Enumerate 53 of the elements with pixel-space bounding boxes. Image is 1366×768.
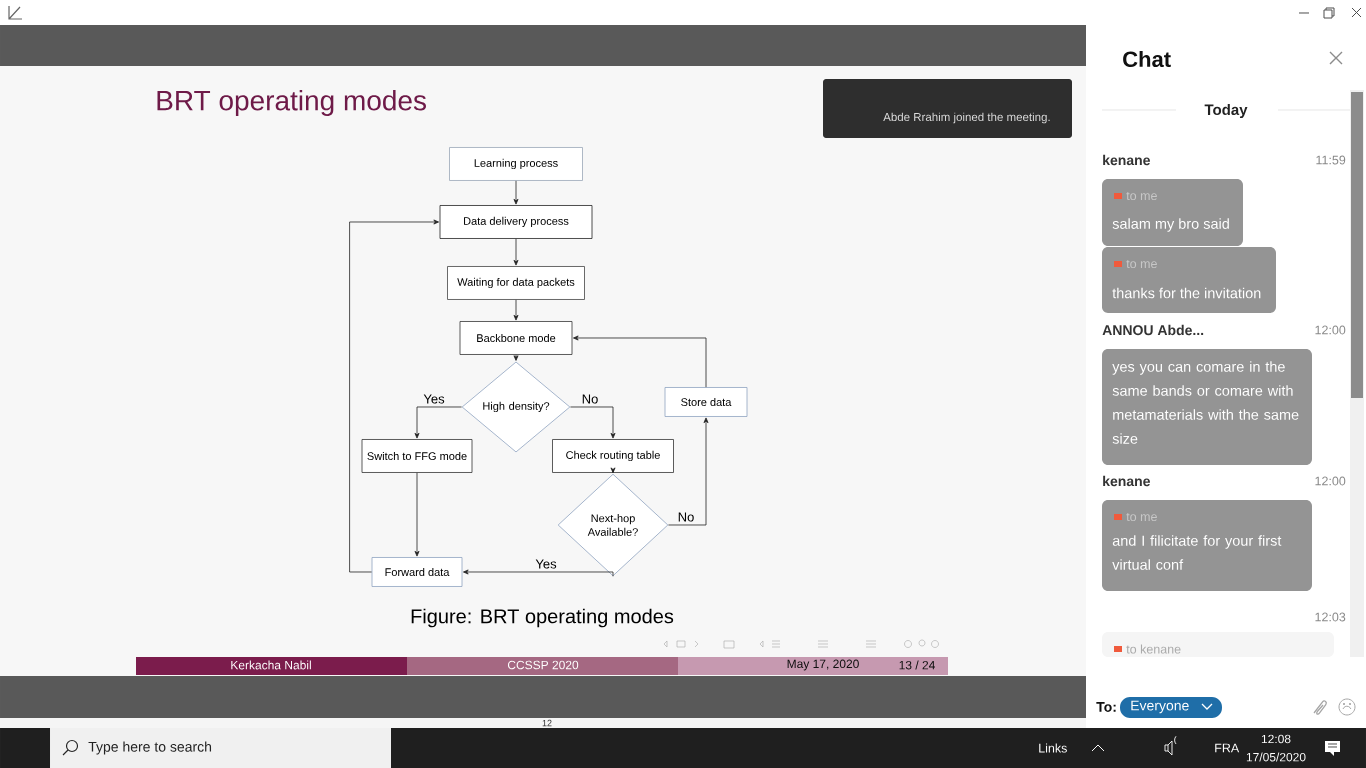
slide-title: BRT operating modes <box>157 89 426 117</box>
tray-text: Links <box>1039 743 1067 753</box>
edge-label: Yes <box>422 393 446 405</box>
process-box: Check routing table <box>552 439 674 473</box>
process-box: Store data <box>664 387 748 417</box>
message-text: thanks for the invitation <box>1112 287 1261 299</box>
process-box: Forward data <box>371 557 463 587</box>
panel-heading: Chat <box>1123 50 1171 68</box>
page-number: 13 / 24 <box>899 660 935 670</box>
footer-text: CCSSP 2020 <box>507 660 579 670</box>
arrow <box>414 472 420 557</box>
arrow <box>610 467 616 474</box>
tray-text: FRA <box>1215 743 1240 753</box>
footer-text: Kerkacha Nabil <box>231 660 311 670</box>
process-box: Backbone mode <box>459 321 573 355</box>
edge-label: Yes <box>534 558 558 570</box>
message-time: 12:00 <box>1315 325 1346 335</box>
figure-caption: Figure: BRT operating modes <box>411 608 674 628</box>
process-box: Data delivery process <box>439 205 593 239</box>
arrow <box>349 219 439 573</box>
arrow <box>463 569 614 577</box>
arrow <box>513 180 519 205</box>
message-text: and I filicitate for your first virtual conf <box>1112 535 1282 570</box>
date-divider-text: Today <box>1204 104 1248 118</box>
recipient-prompt: To: <box>1096 702 1116 712</box>
badge-count: 12 <box>542 719 552 727</box>
sender-name: ANNOU Abde... <box>1102 324 1204 336</box>
arrow <box>414 406 462 439</box>
arrow <box>513 238 519 266</box>
message-time: 12:03 <box>1315 612 1346 622</box>
notification-text: Abde Rrahim joined the meeting. <box>883 112 1050 124</box>
message-text: yes you can comare in the same bands or comare with metamaterials with the same size <box>1112 361 1299 444</box>
arrow <box>668 417 709 526</box>
sender-name: kenane <box>1103 475 1150 487</box>
arrow <box>573 335 707 388</box>
sender-name: kenane <box>1103 154 1150 166</box>
arrow <box>513 299 519 321</box>
search-placeholder: Type here to search <box>88 741 212 755</box>
recipient-label: to kenane <box>1126 644 1181 654</box>
edge-label: No <box>580 393 600 405</box>
message-time: 12:00 <box>1315 476 1346 486</box>
arrow <box>513 354 519 361</box>
process-box: Switch to FFG mode <box>361 439 473 473</box>
message-text: salam my bro said <box>1112 218 1229 232</box>
message-time: 11:59 <box>1316 155 1346 165</box>
arrow <box>570 406 616 439</box>
edge-label: No <box>676 511 696 523</box>
clock-time: 12:08 <box>1261 734 1291 744</box>
process-box: Waiting for data packets <box>447 266 585 300</box>
clock-date: 17/05/2020 <box>1246 752 1306 762</box>
footer-text: May 17, 2020 <box>787 659 859 671</box>
process-box: Learning process <box>449 147 583 181</box>
recipient-value: Everyone <box>1131 700 1189 714</box>
